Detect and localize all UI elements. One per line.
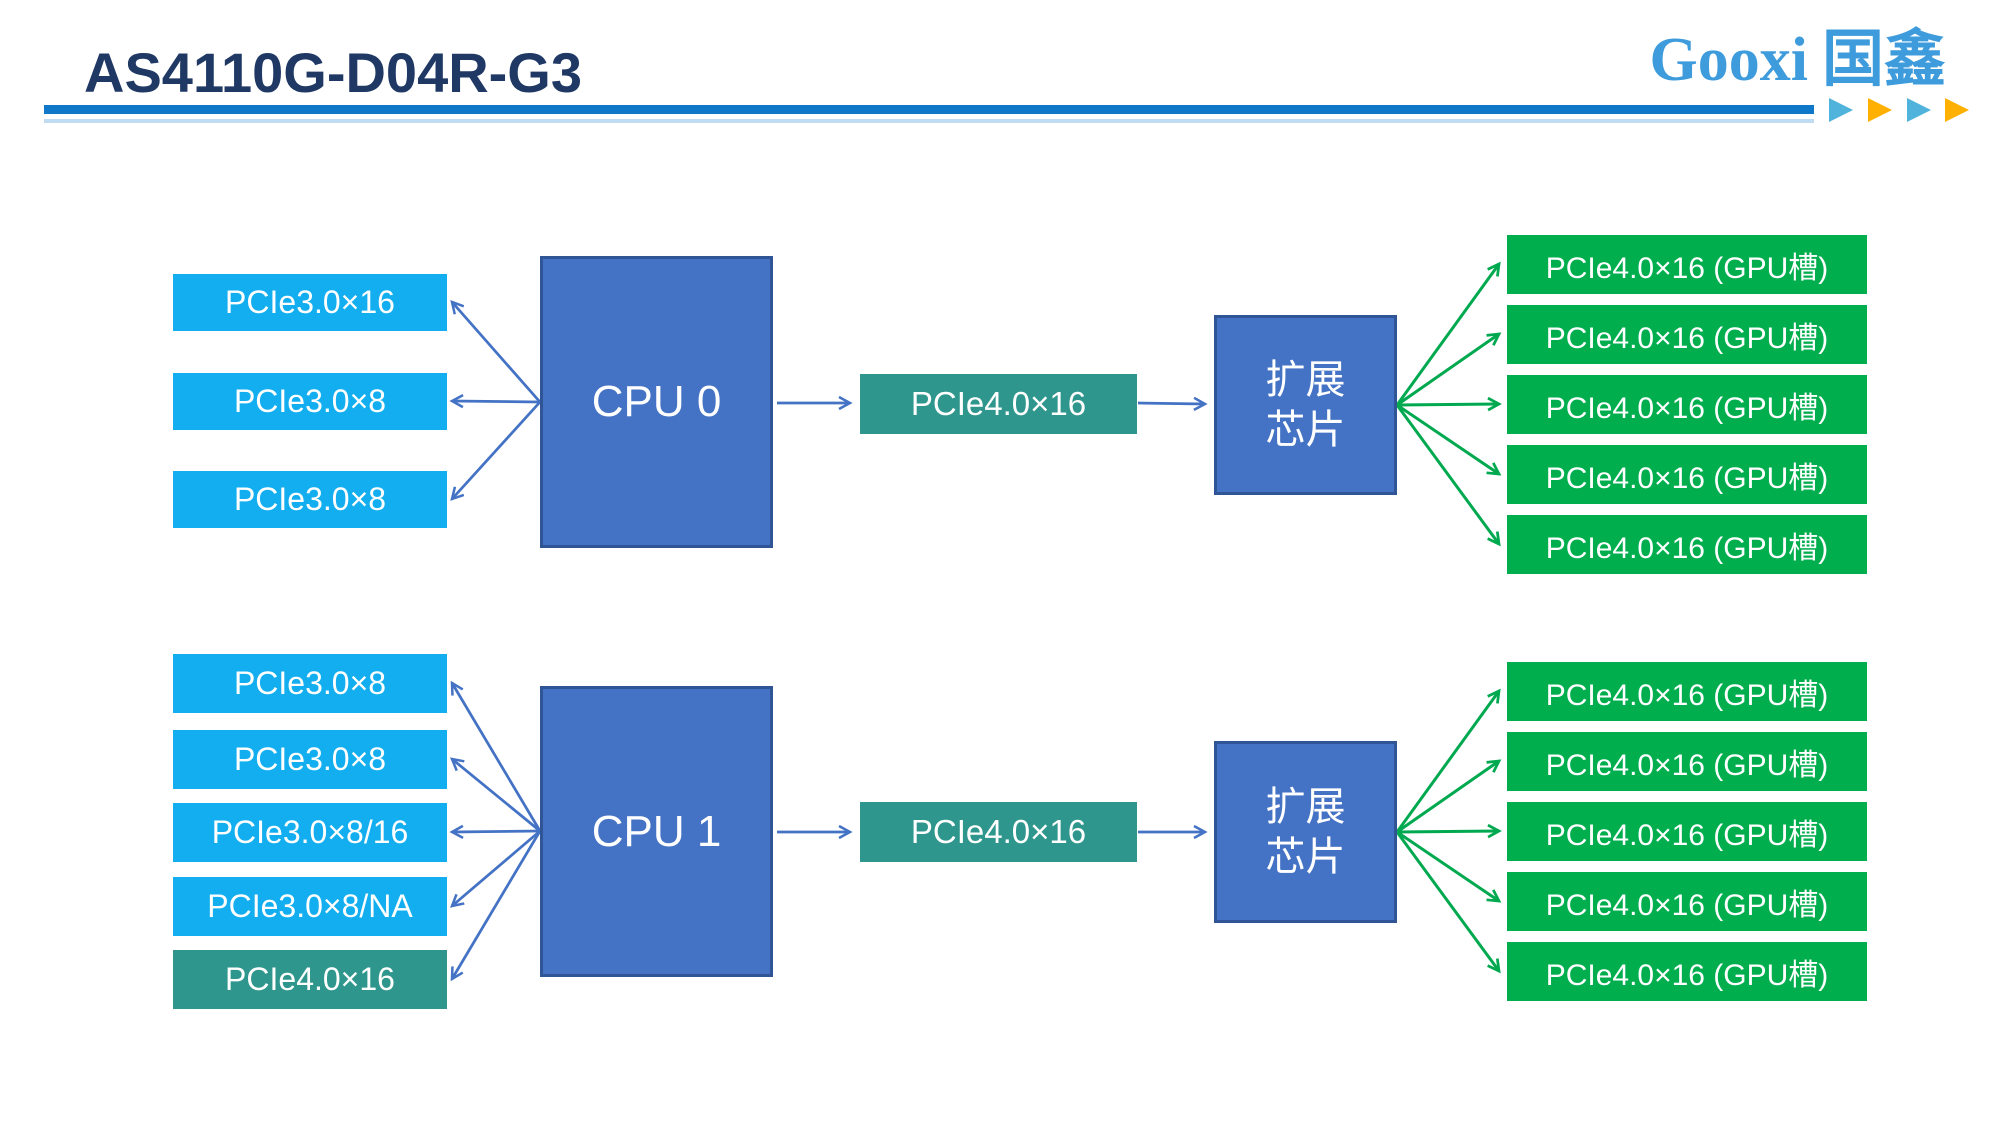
cpu1-block: CPU 1 bbox=[540, 686, 773, 977]
expander0-gpu-arrows bbox=[1395, 261, 1502, 547]
arrow bbox=[1396, 823, 1502, 839]
gpu-slot: PCIe4.0×16 (GPU槽) bbox=[1507, 515, 1867, 574]
brand-wordmark-cn: 国鑫 bbox=[1821, 25, 1946, 94]
header-rule-secondary bbox=[44, 119, 1814, 123]
gpu-slot: PCIe4.0×16 (GPU槽) bbox=[1507, 235, 1867, 294]
page-title: AS4110G-D04R-G3 bbox=[84, 41, 583, 104]
pcie-slot: PCIe3.0×8/16 bbox=[173, 803, 447, 862]
pcie-slot: PCIe3.0×8 bbox=[173, 471, 447, 528]
arrow bbox=[1395, 404, 1501, 547]
triangle-icon bbox=[1945, 98, 1969, 122]
arrow bbox=[1396, 830, 1502, 903]
expander-label-line2: 芯片 bbox=[1265, 408, 1346, 452]
expander-chip-block: 扩展 芯片 bbox=[1214, 315, 1397, 495]
arrow bbox=[1395, 261, 1501, 406]
arrow bbox=[1137, 396, 1208, 411]
arrow bbox=[449, 824, 541, 839]
arrow bbox=[1396, 332, 1502, 407]
gpu-slot: PCIe4.0×16 (GPU槽) bbox=[1507, 375, 1867, 434]
arrow bbox=[1395, 688, 1501, 833]
pcie-slot: PCIe3.0×16 bbox=[173, 274, 447, 331]
expander-label-line1: 扩展 bbox=[1265, 785, 1346, 829]
expander-chip-block: 扩展 芯片 bbox=[1214, 741, 1397, 923]
uplink-block: PCIe4.0×16 bbox=[860, 374, 1137, 434]
arrow bbox=[450, 829, 541, 908]
arrow bbox=[449, 394, 541, 409]
expander-label-line2: 芯片 bbox=[1265, 835, 1346, 879]
pcie-slot: PCIe3.0×8 bbox=[173, 373, 447, 430]
arrow bbox=[1395, 831, 1501, 974]
triangle-icon bbox=[1868, 98, 1892, 122]
gpu-slot: PCIe4.0×16 (GPU槽) bbox=[1507, 305, 1867, 364]
pcie-slot: PCIe3.0×8/NA bbox=[173, 877, 447, 936]
gpu-slot: PCIe4.0×16 (GPU槽) bbox=[1507, 872, 1867, 931]
triangle-icon bbox=[1829, 98, 1853, 122]
arrow bbox=[1396, 759, 1502, 834]
gpu-slot: PCIe4.0×16 (GPU槽) bbox=[1507, 802, 1867, 861]
header-rule-primary bbox=[44, 105, 1814, 114]
pcie-slot: PCIe3.0×8 bbox=[173, 654, 447, 713]
gpu-slot: PCIe4.0×16 (GPU槽) bbox=[1507, 662, 1867, 721]
arrow bbox=[450, 830, 542, 982]
cpu0-block: CPU 0 bbox=[540, 256, 773, 548]
expander-label-line1: 扩展 bbox=[1265, 358, 1346, 402]
cpu0-left-arrows bbox=[449, 300, 542, 501]
gpu-slot: PCIe4.0×16 (GPU槽) bbox=[1507, 942, 1867, 1001]
uplink-block: PCIe4.0×16 bbox=[860, 802, 1137, 862]
arrow bbox=[450, 680, 542, 832]
cpu0-uplink-arrows bbox=[777, 395, 1208, 411]
pcie-slot: PCIe3.0×8 bbox=[173, 730, 447, 789]
cpu1-left-arrows bbox=[449, 680, 542, 982]
arrow bbox=[1396, 396, 1502, 412]
arrow bbox=[449, 757, 541, 833]
triangle-icon bbox=[1907, 98, 1931, 122]
brand-wordmark-en: Gooxi bbox=[1649, 26, 1808, 94]
pcie-slot: PCIe4.0×16 bbox=[173, 950, 447, 1009]
expander1-gpu-arrows bbox=[1395, 688, 1502, 974]
arrow bbox=[450, 401, 542, 501]
gpu-slot: PCIe4.0×16 (GPU槽) bbox=[1507, 732, 1867, 791]
arrow bbox=[450, 300, 542, 403]
gpu-slot: PCIe4.0×16 (GPU槽) bbox=[1507, 445, 1867, 504]
arrow bbox=[1396, 403, 1502, 476]
